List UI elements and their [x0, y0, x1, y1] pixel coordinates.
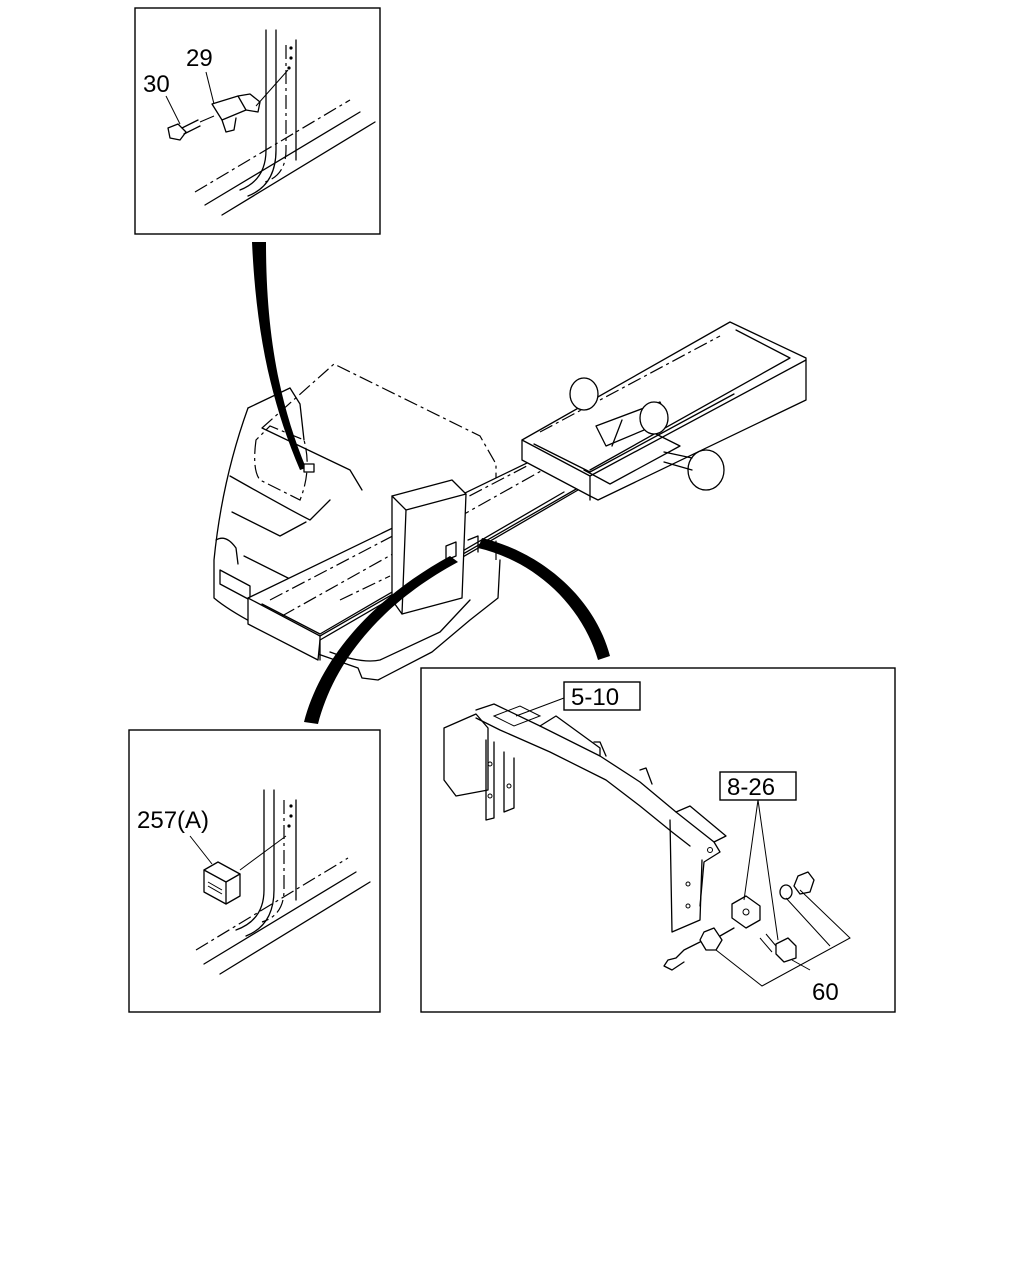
sensor-switch-60: [663, 927, 735, 971]
truck-chassis-drawing: [213, 321, 807, 681]
ref-label-8-26: 8-26: [727, 774, 775, 801]
detail-panel-top: 29 30: [134, 7, 381, 235]
bracket-part-29: [211, 69, 289, 133]
detail-panel-bottom-left: 257(A): [128, 729, 381, 1013]
callout-part-257a: 257(A): [137, 807, 209, 834]
connector-top: [252, 242, 306, 470]
detail-panel-bottom-right: 5-10 8-26 60: [420, 667, 896, 1013]
connector-bottom-right: [478, 538, 610, 660]
connector-bottom-left: [304, 556, 458, 724]
bolt-part-30: [167, 115, 215, 141]
callout-part-29: 29: [186, 45, 213, 72]
connector-block-257a: [203, 835, 287, 905]
ref-label-5-10: 5-10: [571, 684, 619, 711]
ref-box-5-10: [563, 681, 641, 711]
ref-box-8-26: [719, 771, 797, 801]
callout-part-60: 60: [812, 979, 839, 1006]
callout-part-30: 30: [143, 71, 170, 98]
